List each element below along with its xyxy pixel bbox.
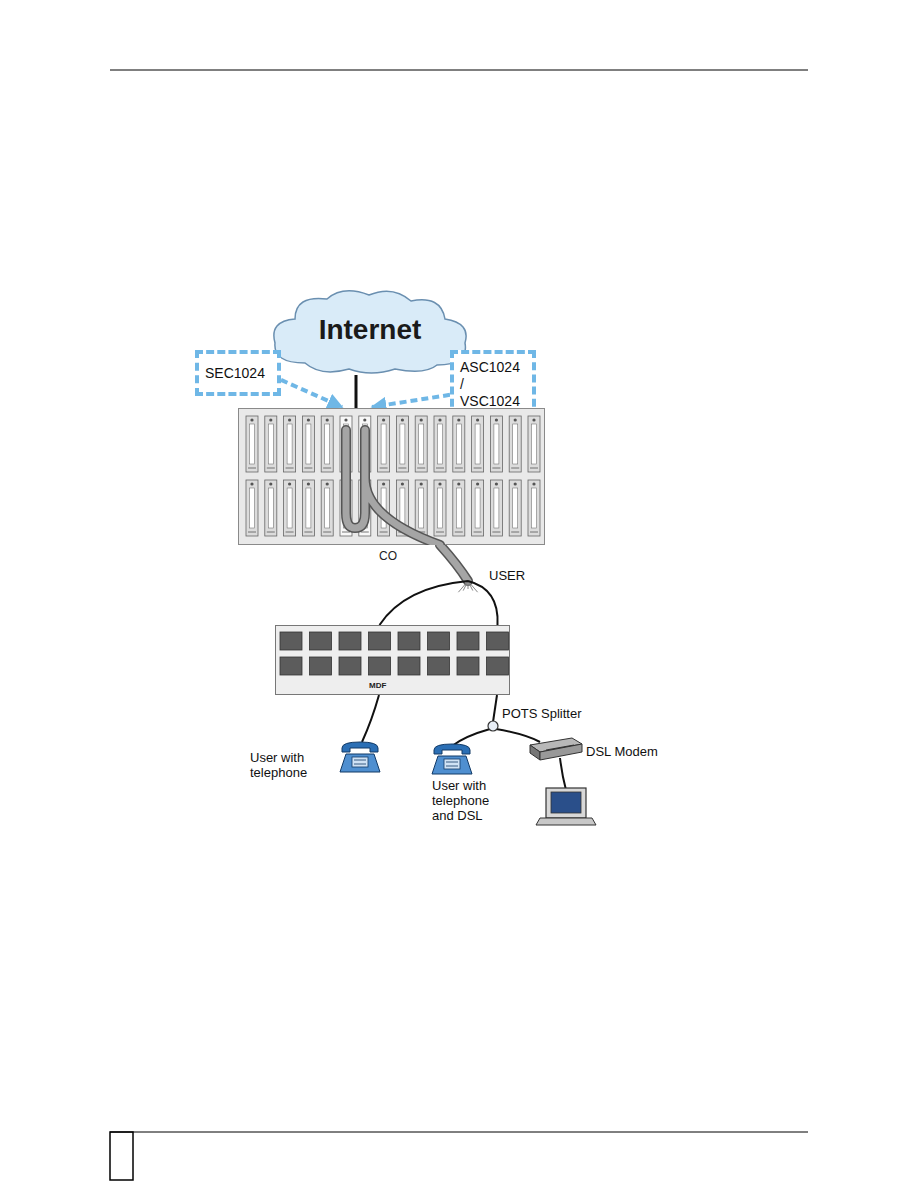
- connector: [281, 380, 342, 407]
- cloud-node: Internet: [265, 285, 475, 375]
- co-chassis: CO: [238, 408, 545, 545]
- phone-wire: [362, 695, 379, 742]
- computer-icon: [536, 788, 596, 825]
- footer-rule: [110, 1132, 808, 1133]
- component-label: DSL Modem: [586, 744, 686, 759]
- dsl-modem-icon: [530, 738, 582, 760]
- cable-label: USER: [489, 568, 549, 583]
- dsl-wire: [493, 695, 497, 722]
- connector: [356, 375, 357, 408]
- chassis-slots: [238, 408, 545, 545]
- node-text: SEC1024: [205, 365, 265, 382]
- page-number-box: [110, 1132, 133, 1180]
- node-text: CO: [379, 549, 397, 563]
- splitter-phone-wire: [452, 729, 490, 746]
- header-rule: [110, 70, 808, 71]
- callout-box: SEC1024: [195, 350, 281, 396]
- node-text: MDF: [369, 681, 386, 691]
- modem-pc-wire: [560, 758, 566, 790]
- mdf-ports: [275, 625, 510, 695]
- mdf-panel: MDF: [275, 625, 510, 695]
- splitter-modem-wire: [496, 729, 540, 742]
- component-label: POTS Splitter: [502, 706, 612, 721]
- node-text: ASC1024 / VSC1024: [460, 359, 526, 410]
- user-label: User with telephone and DSL: [432, 778, 507, 823]
- pots-splitter-symbol: [488, 721, 498, 731]
- node-text: Internet: [319, 314, 422, 346]
- telephone-icon: [432, 744, 472, 774]
- connector: [380, 545, 498, 625]
- connector: [372, 395, 450, 407]
- user-label: User with telephone: [250, 750, 332, 780]
- telephone-icon: [340, 742, 380, 772]
